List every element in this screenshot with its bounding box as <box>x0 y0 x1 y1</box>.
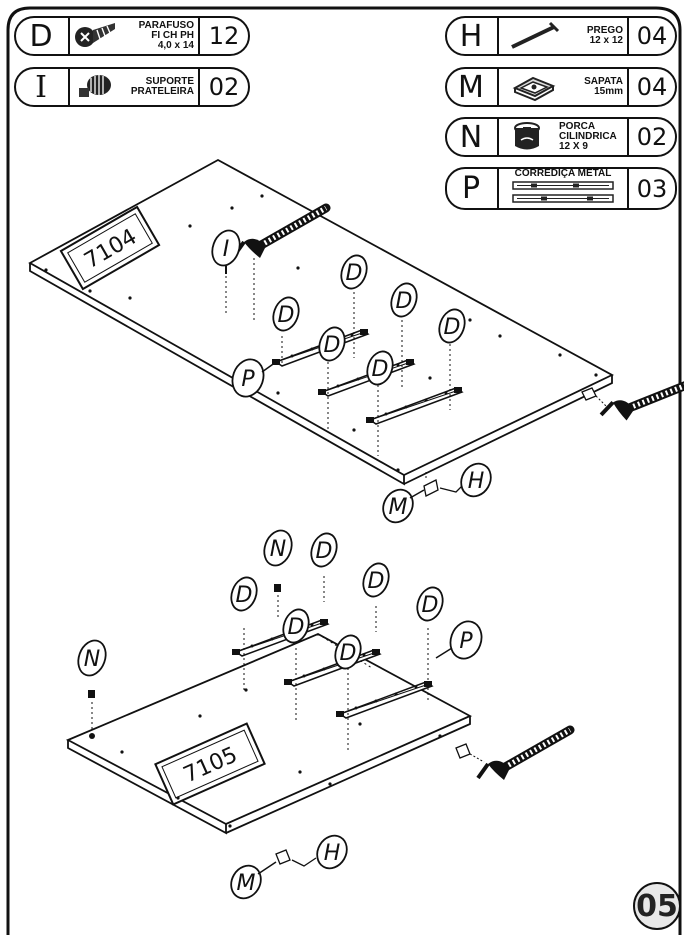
part-row-h: H PREGO 12 x 12 04 <box>445 16 677 56</box>
part-quantity: 03 <box>636 174 668 203</box>
svg-text:I: I <box>223 237 230 262</box>
svg-text:D: D <box>316 539 333 564</box>
part-name-line: PREGO <box>586 25 623 36</box>
svg-text:D: D <box>236 583 253 608</box>
part-name-line: 15mm <box>594 86 623 97</box>
nail-icon <box>499 16 569 56</box>
callout-d: D <box>318 326 346 362</box>
part-letter: P <box>461 171 481 206</box>
callout-d: D <box>390 282 418 318</box>
svg-text:H: H <box>324 841 341 866</box>
cylindrical-nut-icon <box>499 117 555 157</box>
part-name-line: SAPATA <box>584 76 623 87</box>
part-name-line: PRATELEIRA <box>130 86 194 97</box>
svg-text:D: D <box>278 303 295 328</box>
callout-d: D <box>282 608 310 644</box>
callout-p: P <box>435 620 483 660</box>
part-quantity: 12 <box>208 22 240 50</box>
svg-text:M: M <box>237 871 256 896</box>
panel-top: 7104 <box>28 158 684 497</box>
part-quantity: 04 <box>636 22 668 50</box>
part-row-p: P CORREDIÇA METAL 03 <box>445 167 677 210</box>
svg-text:D: D <box>422 593 439 618</box>
part-letter: M <box>458 69 484 105</box>
callout-d: D <box>310 532 338 568</box>
callout-h: H <box>460 462 492 498</box>
svg-text:D: D <box>444 315 461 340</box>
svg-text:M: M <box>389 495 408 520</box>
part-name-line: 4,0 x 14 <box>157 40 194 51</box>
svg-text:D: D <box>396 289 413 314</box>
part-letter: N <box>459 119 483 155</box>
shelf-support-icon <box>70 67 120 107</box>
screw-icon <box>70 16 120 56</box>
part-name-line: FI CH PH <box>151 30 194 41</box>
metal-slide-icon <box>512 181 614 203</box>
part-quantity: 02 <box>208 73 240 101</box>
foot-pad <box>423 387 607 497</box>
callout-d: D <box>366 350 394 386</box>
svg-text:D: D <box>372 357 389 382</box>
part-name-line: PARAFUSO <box>138 20 194 31</box>
callout-d: D <box>438 308 466 344</box>
part-row-i: I SUPORTE PRATELEIRA 02 <box>14 67 250 107</box>
part-quantity: 02 <box>636 123 668 151</box>
svg-text:D: D <box>368 569 385 594</box>
foot-pad-icon <box>499 67 569 107</box>
svg-text:N: N <box>270 537 286 562</box>
svg-text:D: D <box>324 333 341 358</box>
callout-n: N <box>263 529 293 567</box>
part-row-n: N PORCA CILINDRICA 12 X 9 02 <box>445 117 677 157</box>
part-name-line: CORREDIÇA METAL <box>514 168 612 179</box>
callout-d: D <box>334 634 362 670</box>
callout-bubbles: I D D D D D D <box>77 229 492 900</box>
page-number: 05 <box>633 882 681 930</box>
svg-text:P: P <box>241 367 255 392</box>
callout-d: D <box>272 296 300 332</box>
part-row-m: M SAPATA 15mm 04 <box>445 67 677 107</box>
part-letter: D <box>29 18 53 54</box>
part-name-line: PORCA <box>559 121 596 132</box>
panel-code-box-bottom <box>154 722 266 806</box>
part-quantity: 04 <box>636 73 668 101</box>
callout-p: P <box>231 358 277 398</box>
callout-d: D <box>362 562 390 598</box>
svg-text:D: D <box>346 261 363 286</box>
panel-bottom: 7105 <box>65 576 570 867</box>
svg-text:H: H <box>468 469 485 494</box>
callout-d: D <box>340 254 368 290</box>
part-letter: H <box>459 18 483 54</box>
part-letter: I <box>35 69 47 105</box>
part-name-line: 12 x 12 <box>589 35 623 46</box>
callout-h: H <box>316 834 348 870</box>
part-name-line: 12 X 9 <box>559 141 588 152</box>
callout-n: N <box>77 639 107 677</box>
callout-d: D <box>416 586 444 622</box>
callout-m: M <box>230 861 277 900</box>
svg-text:P: P <box>459 629 473 654</box>
callout-i: I <box>211 229 241 274</box>
callout-m: M <box>382 488 425 524</box>
part-name-line: CILINDRICA <box>559 131 617 142</box>
svg-text:D: D <box>288 615 305 640</box>
svg-text:D: D <box>340 641 357 666</box>
svg-text:N: N <box>84 647 100 672</box>
callout-d: D <box>230 576 258 612</box>
panel-code-box-top <box>59 205 161 291</box>
part-name-line: SUPORTE <box>145 76 194 87</box>
part-row-d: D PARAFUSO FI CH PH 4,0 x 14 12 <box>14 16 250 56</box>
